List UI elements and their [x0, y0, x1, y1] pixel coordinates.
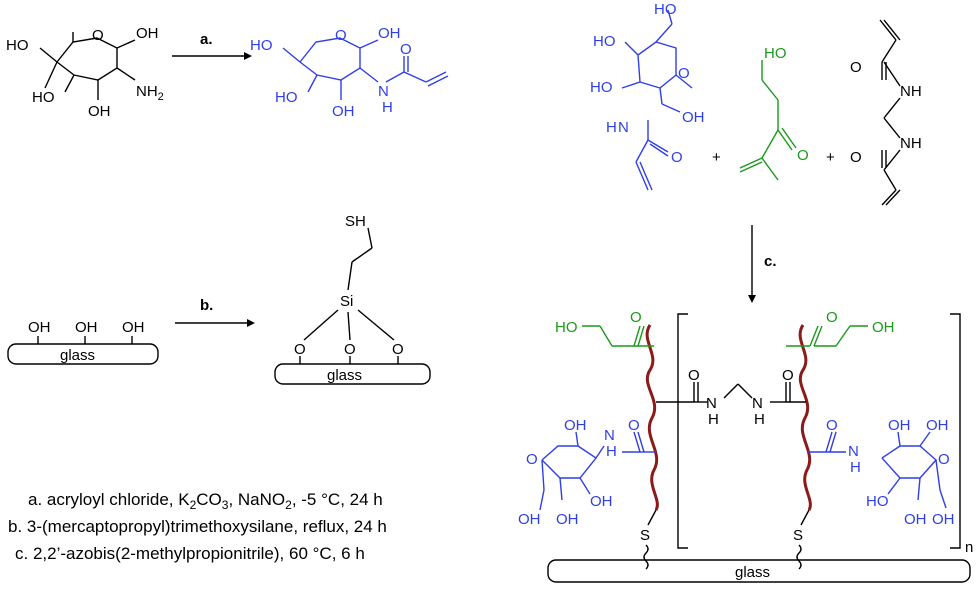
atom-OH-glass-1: OH [28, 319, 51, 336]
condition-c: c. 2,2’-azobis(2-methylpropionitrile), 6… [15, 544, 365, 563]
glucosamine-acrylamide: HO O OH O N H HO OH [250, 25, 449, 120]
atom-O-ring-2: O [335, 27, 347, 44]
bracket-left [677, 313, 688, 549]
atom-NH2: NH2 [136, 83, 164, 103]
monomer-glucosamine-acrylamide: HO HO HO O OH N H O [590, 1, 705, 191]
atom-O-sugar-left: O [628, 417, 640, 434]
atom-N-sugar-left: N [604, 427, 615, 444]
atom-OH-glass-3: OH [122, 319, 145, 336]
atom-O-si-3: O [392, 341, 404, 358]
atom-N-xl-2: N [752, 395, 763, 412]
atom-OH-sugar-l2: OH [590, 493, 613, 510]
atom-H-m: H [606, 119, 617, 136]
atom-HO-1: HO [6, 37, 29, 54]
condition-a: a. acryloyl chloride, K2CO3, NaNO2, -5 °… [28, 490, 383, 512]
atom-O-bis-1: O [850, 59, 862, 76]
atom-HO-chain-left: HO [555, 319, 578, 336]
monomer-green-ketone: HO O [739, 45, 809, 181]
arrow-a: a. [172, 31, 252, 60]
glass-slide-3 [547, 559, 971, 583]
condition-b: b. 3-(mercaptopropyl)trimethoxysilane, r… [8, 517, 387, 536]
glass-label-2: glass [327, 367, 362, 384]
atom-N-sugar-right: N [848, 443, 859, 460]
glass-hydroxyl: glass OH OH OH [7, 319, 159, 365]
atom-SH: SH [345, 213, 366, 230]
atom-O-xl-1: O [688, 367, 700, 384]
glucosamine-structure: HO O OH NH2 HO OH [6, 25, 164, 120]
arrow-c: c. [748, 225, 777, 303]
atom-OH-4: OH [332, 103, 355, 120]
atom-O-sugar-right: O [826, 417, 838, 434]
hydrogel-product: glass n HO O O OH O [518, 309, 973, 583]
atom-HO-m3: HO [590, 79, 613, 96]
bracket-right [950, 313, 961, 549]
atom-O-ring-l: O [526, 451, 538, 468]
arrow-b: b. [175, 297, 255, 327]
glass-label-1: glass [60, 347, 95, 364]
atom-O-amide-1: O [400, 41, 412, 58]
atom-H-sugar-right: H [850, 459, 861, 476]
wavy-link-left [643, 544, 649, 570]
glass-label-3: glass [735, 564, 770, 581]
atom-OH-sugar-r4: OH [932, 511, 955, 528]
atom-O-si-2: O [344, 341, 356, 358]
atom-N-xl-1: N [706, 395, 717, 412]
atom-HO-sugar-r2: HO [866, 493, 889, 510]
atom-OH-sugar-r0: OH [926, 417, 949, 434]
atom-O-xl-2: O [782, 367, 794, 384]
atom-O-amide-m: O [671, 149, 683, 166]
atom-NH-bis-1: NH [900, 83, 922, 100]
atom-O-ring-m: O [678, 65, 690, 82]
wavy-link-right [796, 544, 802, 570]
label-b: b. [200, 297, 213, 314]
atom-HO-2: HO [32, 89, 55, 106]
label-c: c. [764, 253, 777, 270]
polymer-chain-right [798, 324, 812, 511]
atom-O-green: O [797, 147, 809, 164]
atom-NH-bis-2: NH [900, 135, 922, 152]
atom-Si: Si [340, 293, 353, 310]
label-a: a. [200, 31, 213, 48]
atom-OH-sugar-r1: OH [888, 417, 911, 434]
glass-slide-1 [7, 343, 159, 365]
atom-O-chain-left: O [630, 309, 642, 326]
atom-H-xl-2: H [754, 411, 765, 428]
plus-sign-1: + [712, 149, 721, 166]
atom-O-ring-1: O [92, 27, 104, 44]
glass-slide-2 [274, 363, 431, 385]
atom-OH-m: OH [682, 109, 705, 126]
atom-H-amide-1: H [382, 99, 393, 116]
atom-OH-chain-right: OH [872, 319, 895, 336]
silanized-glass: glass O O O Si SH [274, 213, 431, 385]
atom-OH-1: OH [136, 25, 159, 42]
atom-O-si-1: O [294, 341, 306, 358]
atom-OH-sugar-l1: OH [564, 417, 587, 434]
atom-OH-sugar-r3: OH [904, 511, 927, 528]
atom-O-bis-2: O [850, 149, 862, 166]
atom-HO-m2: HO [593, 33, 616, 50]
reaction-conditions: a. acryloyl chloride, K2CO3, NaNO2, -5 °… [8, 490, 387, 563]
polymer-chain-left [645, 324, 659, 511]
atom-OH-glass-2: OH [75, 319, 98, 336]
atom-H-xl-1: H [708, 411, 719, 428]
atom-O-ring-r: O [938, 451, 950, 468]
atom-S-left: S [640, 527, 650, 544]
atom-OH-3: OH [378, 25, 401, 42]
plus-sign-2: + [826, 149, 835, 166]
atom-O-chain-right: O [826, 309, 838, 326]
atom-N-m: N [618, 119, 629, 136]
atom-HO-4: HO [275, 89, 298, 106]
atom-OH-2: OH [88, 103, 111, 120]
atom-HO-green: HO [764, 45, 787, 62]
repeat-unit-n: n [965, 539, 973, 556]
atom-HO-m1: HO [654, 1, 677, 18]
monomer-bisacrylamide: O NH NH O [850, 19, 922, 206]
atom-N-amide-1: N [378, 83, 389, 100]
atom-OH-sugar-l4: OH [518, 511, 541, 528]
atom-H-sugar-left: H [606, 443, 617, 460]
atom-S-right: S [793, 527, 803, 544]
atom-OH-sugar-l3: OH [556, 511, 579, 528]
atom-HO-3: HO [250, 37, 273, 54]
